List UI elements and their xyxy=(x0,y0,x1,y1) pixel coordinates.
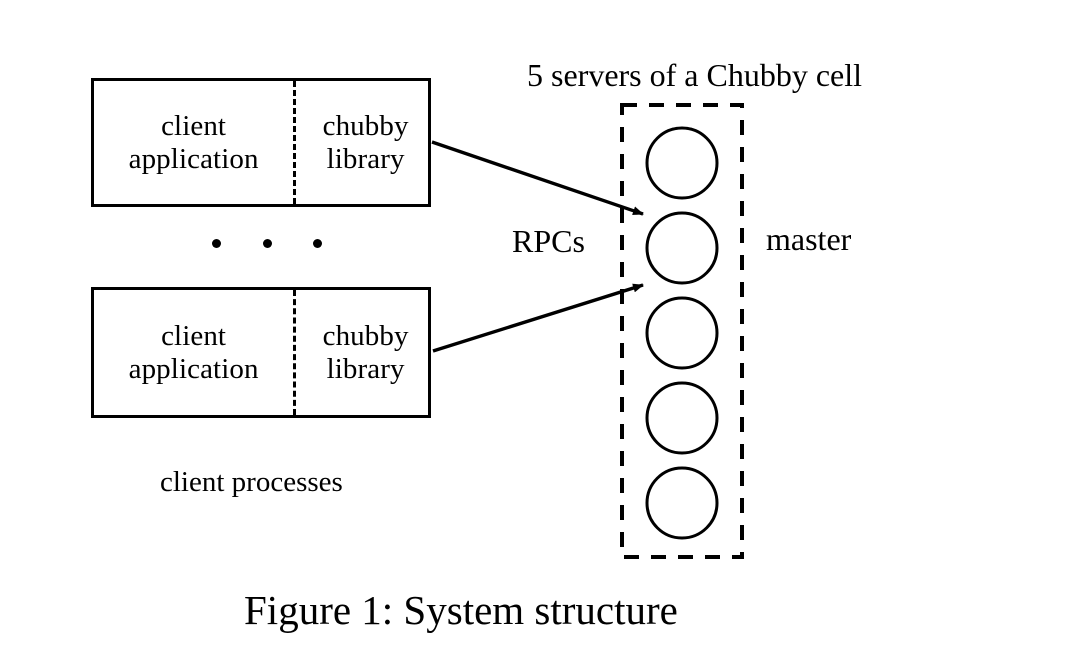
chubby-library-line-1: chubby xyxy=(322,319,409,352)
rpcs-label: RPCs xyxy=(512,223,585,259)
chubby-library-line-2: library xyxy=(326,142,405,175)
client-process-box-2: client application chubby library xyxy=(91,287,431,418)
rpc-arrow-from-client-1 xyxy=(431,140,644,216)
chubby-cell-boundary xyxy=(620,103,744,559)
client-application-line-1: client xyxy=(161,319,227,352)
client-process-box-1: client application chubby library xyxy=(91,78,431,207)
server-circle-2-master xyxy=(645,211,719,285)
chubby-library-line-1: chubby xyxy=(322,109,409,142)
client-processes-label: client processes xyxy=(160,466,343,498)
chubby-library-pane-2: chubby library xyxy=(296,290,428,415)
client-processes-ellipsis xyxy=(212,228,322,258)
ellipsis-dot-2 xyxy=(262,238,272,248)
ellipsis-dot-1 xyxy=(212,238,221,248)
server-circle-5 xyxy=(645,466,719,540)
server-circle-1 xyxy=(645,126,719,200)
figure-caption: Figure 1: System structure xyxy=(244,587,678,633)
server-circle-4 xyxy=(645,381,719,455)
server-circle-3 xyxy=(645,296,719,370)
client-application-line-2: application xyxy=(128,352,259,385)
chubby-library-pane-1: chubby library xyxy=(296,81,428,204)
rpc-arrow-from-client-2 xyxy=(432,283,644,353)
client-application-line-2: application xyxy=(128,142,259,175)
master-label: master xyxy=(766,221,852,257)
chubby-library-line-2: library xyxy=(326,352,405,385)
chubby-cell-title: 5 servers of a Chubby cell xyxy=(527,57,863,93)
client-application-pane-2: client application xyxy=(94,290,297,415)
ellipsis-dot-3 xyxy=(313,238,322,248)
client-application-line-1: client xyxy=(161,109,227,142)
client-application-pane-1: client application xyxy=(94,81,297,204)
